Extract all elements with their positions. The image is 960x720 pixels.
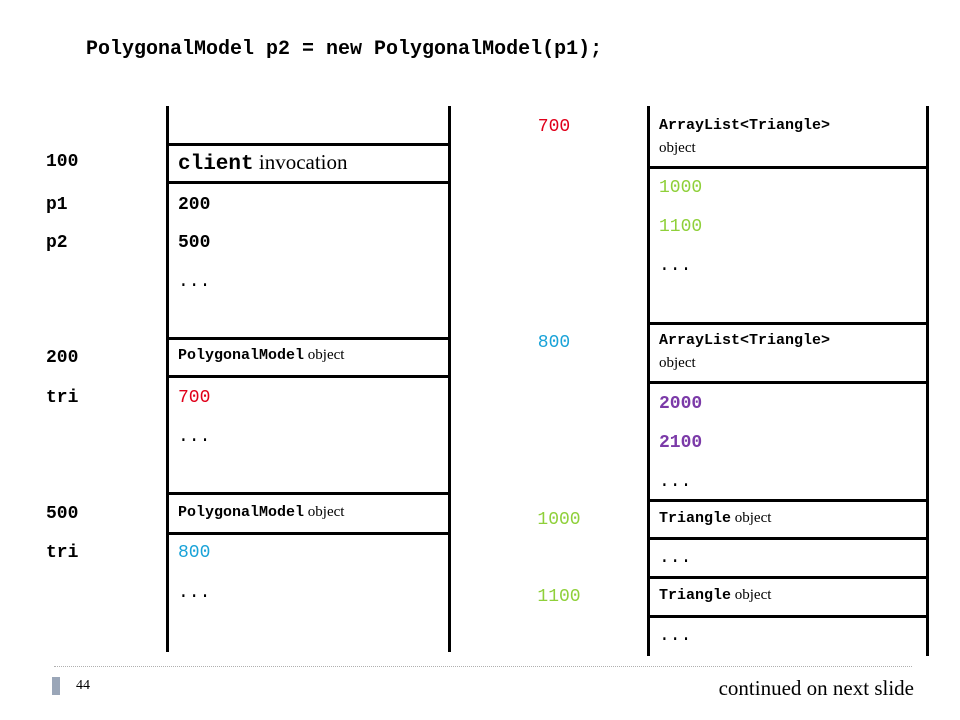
ellipsis: ...	[659, 472, 692, 492]
list-item-value: 1000	[659, 178, 703, 198]
divider	[166, 532, 451, 535]
field-name: tri	[46, 388, 79, 408]
header-label: object	[304, 504, 345, 520]
keyword: client	[178, 153, 254, 176]
list-item-value: 2100	[659, 433, 703, 453]
field-value: 800	[178, 543, 211, 563]
variable-name: p1	[46, 195, 68, 215]
divider	[166, 143, 451, 146]
keyword: Triangle	[659, 510, 732, 527]
ellipsis: ...	[178, 427, 211, 447]
address-label: 800	[537, 333, 571, 353]
address-label: 1000	[537, 510, 581, 530]
footer-divider	[54, 666, 912, 667]
divider	[166, 375, 451, 378]
slide-marker-icon	[52, 677, 60, 695]
frame-header-client: client invocation	[178, 150, 348, 176]
field-value: 700	[178, 388, 211, 408]
divider	[647, 615, 929, 618]
keyword: ArrayList<Triangle>	[659, 332, 831, 349]
ellipsis: ...	[178, 583, 211, 603]
object-header: ArrayList<Triangle> object	[659, 115, 830, 159]
list-item-value: 2000	[659, 394, 703, 414]
divider	[166, 181, 451, 184]
keyword: Triangle	[659, 587, 732, 604]
header-label: object	[304, 347, 345, 363]
header-label: object	[659, 355, 696, 371]
variable-name: p2	[46, 233, 68, 253]
divider	[647, 537, 929, 540]
field-name: tri	[46, 543, 79, 563]
object-header: Triangle object	[659, 507, 771, 530]
divider	[647, 381, 929, 384]
code-title: PolygonalModel p2 = new PolygonalModel(p…	[86, 38, 603, 61]
address-label: 200	[46, 348, 79, 368]
header-label: object	[731, 587, 772, 603]
address-label: 1100	[537, 587, 581, 607]
keyword: PolygonalModel	[178, 347, 305, 364]
keyword: ArrayList<Triangle>	[659, 117, 831, 134]
object-header: PolygonalModel object	[178, 344, 344, 367]
header-label: invocation	[253, 150, 348, 174]
continued-note: continued on next slide	[718, 676, 914, 700]
left-column-left-border	[166, 106, 169, 652]
divider	[647, 322, 929, 325]
divider	[647, 576, 929, 579]
variable-value: 200	[178, 195, 211, 215]
object-header: PolygonalModel object	[178, 501, 344, 524]
ellipsis: ...	[659, 626, 692, 646]
left-column-right-border	[448, 106, 451, 652]
ellipsis: ...	[659, 548, 692, 568]
address-label: 500	[46, 504, 79, 524]
divider	[166, 492, 451, 495]
page-number: 44	[76, 678, 90, 693]
divider	[647, 166, 929, 169]
keyword: PolygonalModel	[178, 504, 305, 521]
address-label: 700	[537, 117, 571, 137]
address-label: 100	[46, 152, 79, 172]
header-label: object	[731, 510, 772, 526]
divider	[647, 499, 929, 502]
object-header: ArrayList<Triangle> object	[659, 330, 830, 374]
header-label: object	[659, 140, 696, 156]
variable-value: 500	[178, 233, 211, 253]
divider	[166, 337, 451, 340]
object-header: Triangle object	[659, 584, 771, 607]
list-item-value: 1100	[659, 217, 703, 237]
ellipsis: ...	[178, 272, 211, 292]
ellipsis: ...	[659, 256, 692, 276]
